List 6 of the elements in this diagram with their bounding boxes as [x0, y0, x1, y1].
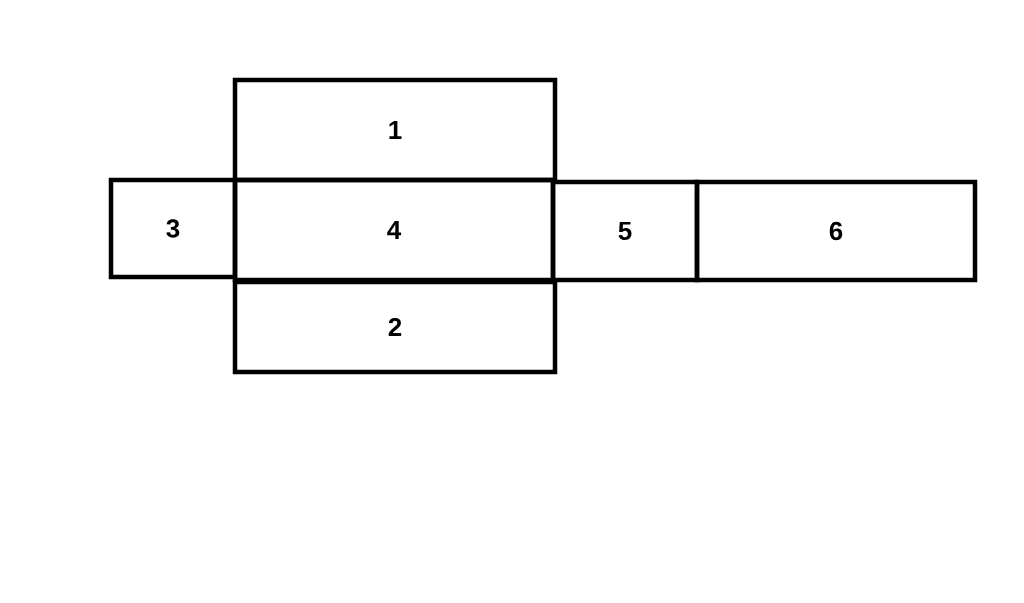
face-box: 3 [108, 177, 238, 280]
face-box: 2 [232, 279, 558, 375]
face-box: 4 [232, 177, 556, 283]
face-box: 1 [232, 77, 558, 183]
face-box: 6 [694, 179, 978, 283]
face-box: 5 [550, 179, 700, 283]
